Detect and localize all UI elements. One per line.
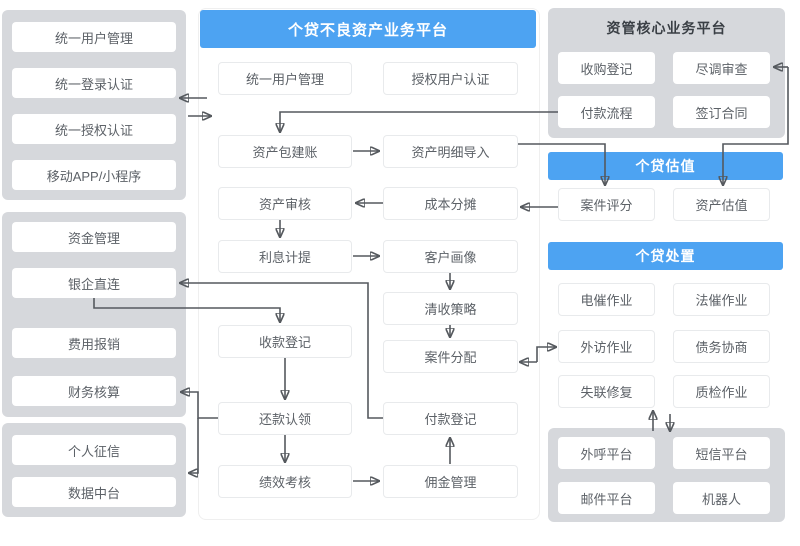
box-unified-user-mgmt: 统一用户管理 — [12, 22, 176, 52]
box-contract-signing: 签订合同 — [673, 96, 770, 128]
box-financial-accounting: 财务核算 — [12, 376, 176, 406]
box-commission-mgmt: 佣金管理 — [383, 465, 518, 498]
box-mobile-app-miniprogram: 移动APP/小程序 — [12, 160, 176, 190]
box-payment-register: 付款登记 — [383, 402, 518, 435]
box-quality-inspection: 质检作业 — [673, 375, 770, 408]
box-outbound-call-platform: 外呼平台 — [558, 437, 655, 469]
box-unified-authorization: 统一授权认证 — [12, 114, 176, 144]
main-platform-header: 个贷不良资产业务平台 — [200, 10, 536, 48]
box-unified-user-mgmt-main: 统一用户管理 — [218, 62, 352, 95]
disposal-header: 个贷处置 — [548, 242, 783, 270]
box-case-assignment: 案件分配 — [383, 340, 518, 373]
box-personal-credit: 个人征信 — [12, 435, 176, 465]
box-fund-mgmt: 资金管理 — [12, 222, 176, 252]
box-due-diligence-review: 尽调审查 — [673, 52, 770, 84]
box-asset-valuation: 资产估值 — [673, 188, 770, 221]
box-case-scoring: 案件评分 — [558, 188, 655, 221]
box-asset-review: 资产审核 — [218, 187, 352, 220]
box-bank-enterprise-link: 银企直连 — [12, 268, 176, 298]
box-robot: 机器人 — [673, 482, 770, 514]
box-legal-collection: 法催作业 — [673, 283, 770, 316]
valuation-header: 个贷估值 — [548, 152, 783, 180]
box-email-platform: 邮件平台 — [558, 482, 655, 514]
box-performance-appraisal: 绩效考核 — [218, 465, 352, 498]
box-field-visit: 外访作业 — [558, 330, 655, 363]
box-asset-detail-import: 资产明细导入 — [383, 135, 518, 168]
box-lost-contact-repair: 失联修复 — [558, 375, 655, 408]
box-acquisition-register: 收购登记 — [558, 52, 655, 84]
box-unified-login-auth: 统一登录认证 — [12, 68, 176, 98]
box-tele-collection: 电催作业 — [558, 283, 655, 316]
box-interest-accrual: 利息计提 — [218, 240, 352, 273]
box-collection-strategy: 清收策略 — [383, 292, 518, 325]
box-sms-platform: 短信平台 — [673, 437, 770, 469]
box-payment-process: 付款流程 — [558, 96, 655, 128]
box-customer-profile: 客户画像 — [383, 240, 518, 273]
box-data-middle-platform: 数据中台 — [12, 477, 176, 507]
box-asset-package-setup: 资产包建账 — [218, 135, 352, 168]
arrow-repayment-to-data-group — [189, 418, 199, 473]
box-cost-allocation: 成本分摊 — [383, 187, 518, 220]
box-authorized-user-auth: 授权用户认证 — [383, 62, 518, 95]
box-debt-negotiation: 债务协商 — [673, 330, 770, 363]
box-repayment-claim: 还款认领 — [218, 402, 352, 435]
box-expense-reimbursement: 费用报销 — [12, 328, 176, 358]
core-platform-title: 资管核心业务平台 — [606, 20, 727, 36]
box-collection-register: 收款登记 — [218, 325, 352, 358]
